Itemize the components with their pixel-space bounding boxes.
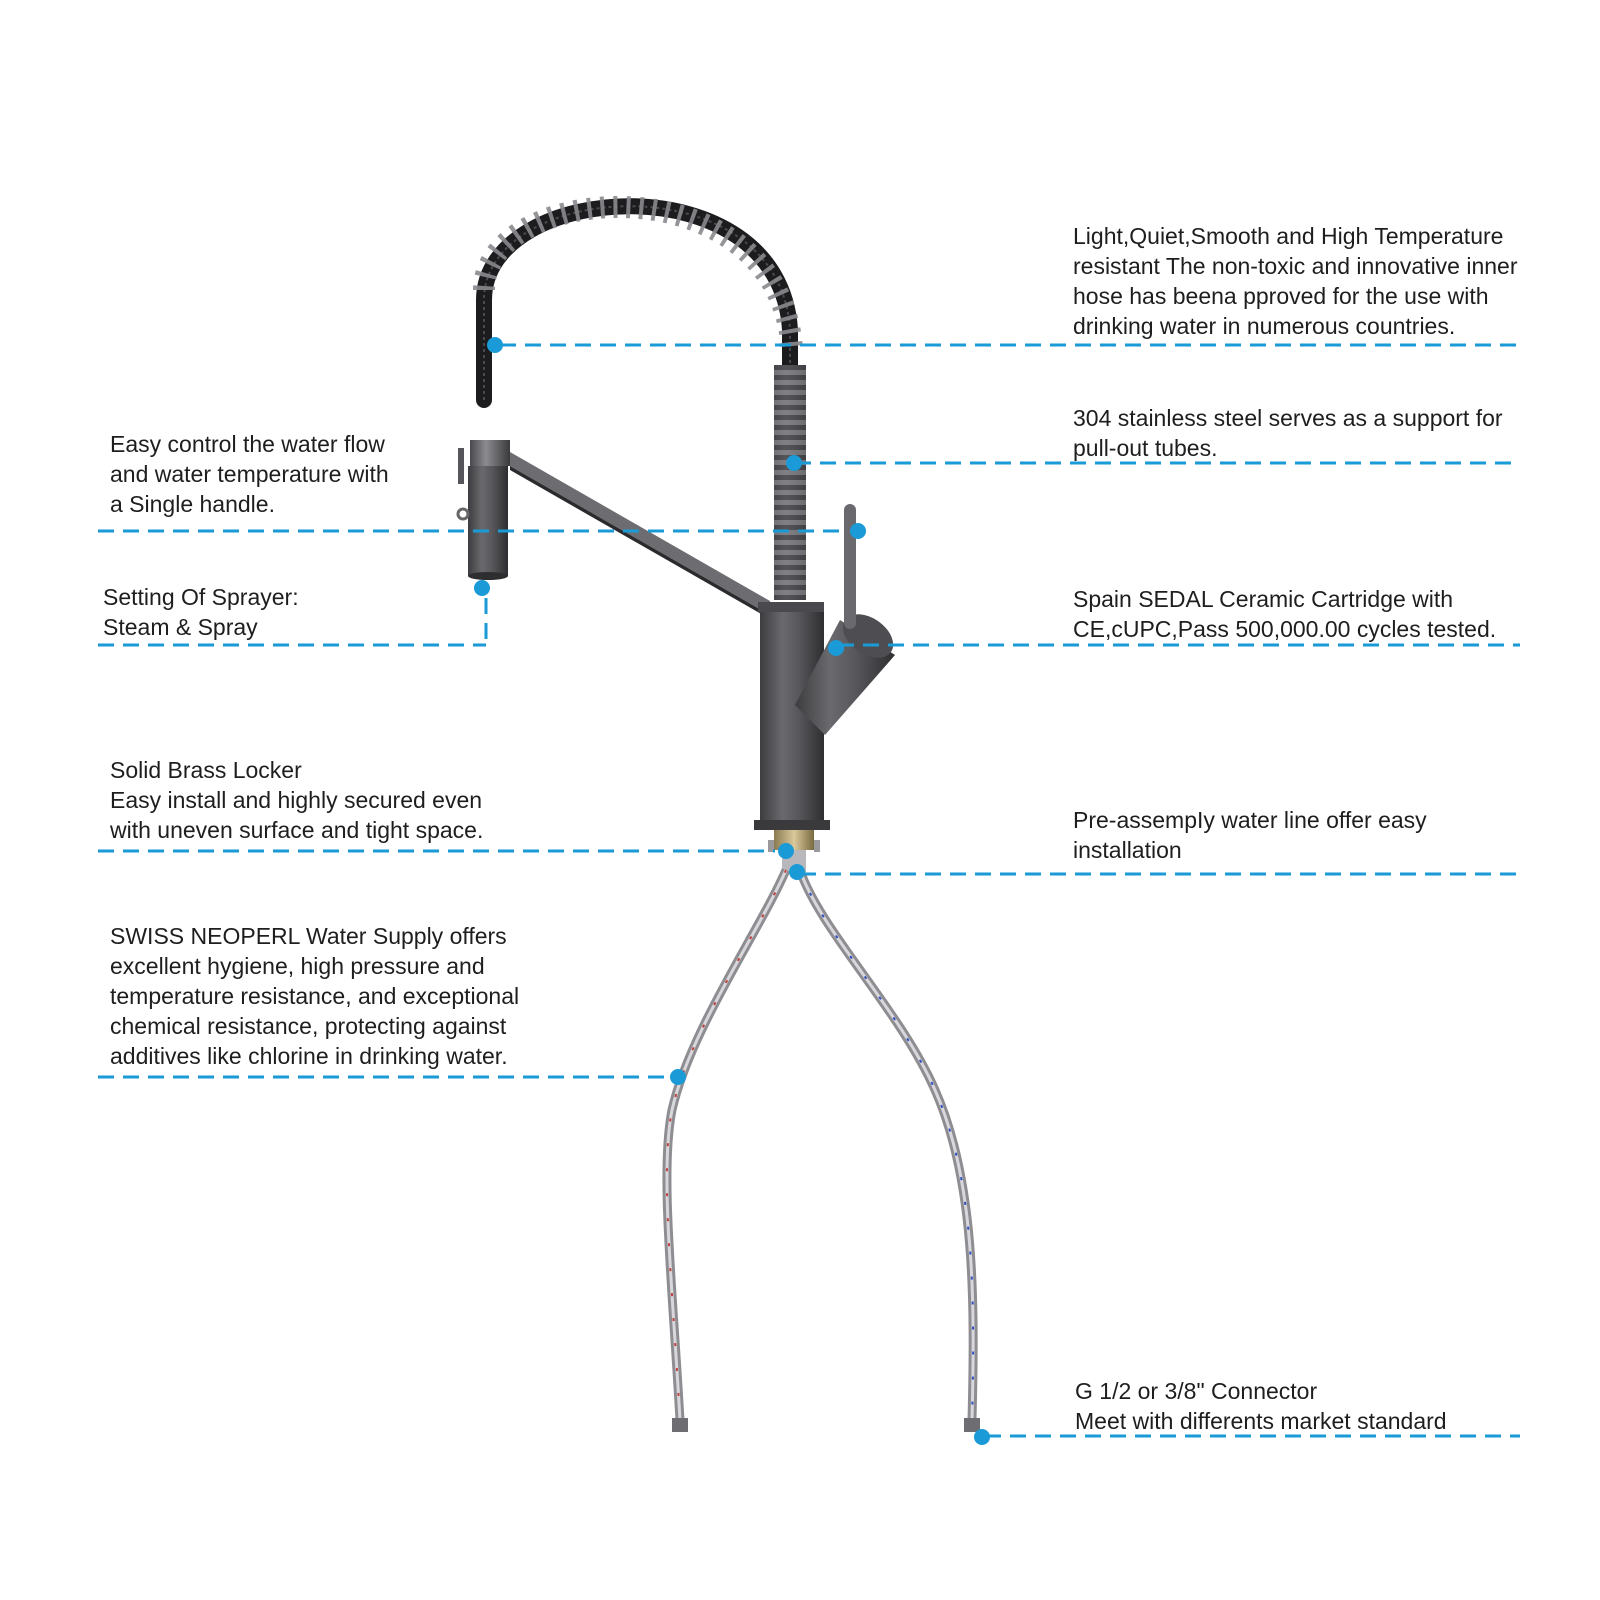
callout-text-line: resistant The non-toxic and innovative i…: [1073, 253, 1518, 279]
callout-text-line: Steam & Spray: [103, 614, 258, 640]
callout-text-line: 304 stainless steel serves as a support …: [1073, 405, 1503, 431]
callout-sprayer-setting: Setting Of Sprayer: Steam & Spray: [103, 582, 299, 642]
callout-text-line: temperature resistance, and exceptional: [110, 983, 520, 1009]
dot-inner-hose: [487, 337, 503, 353]
spout-arm: [510, 452, 770, 619]
callout-text-line: Easy install and highly secured even: [110, 787, 483, 813]
callout-cartridge: Spain SEDAL Ceramic Cartridge with CE,cU…: [1073, 584, 1496, 644]
dot-water-line: [789, 864, 805, 880]
dot-brass-locker: [778, 843, 794, 859]
callout-text-line: Meet with differents market standard: [1075, 1408, 1447, 1434]
right-connector: [964, 1418, 980, 1432]
callout-text-line: CE,cUPC,Pass 500,000.00 cycles tested.: [1073, 616, 1497, 642]
callout-text-line: a Single handle.: [110, 491, 275, 517]
callout-stainless-support: 304 stainless steel serves as a support …: [1073, 403, 1503, 463]
callout-inner-hose: Light,Quiet,Smooth and High Temperature …: [1073, 221, 1518, 341]
dot-stainless: [786, 455, 802, 471]
sprayer-head: [456, 440, 510, 580]
callout-text-line: Light,Quiet,Smooth and High Temperature: [1073, 223, 1504, 249]
supply-hoses: [662, 868, 980, 1432]
pullout-hose: [473, 196, 803, 408]
faucet-body: [754, 504, 895, 830]
callout-text-line: hose has beena pproved for the use with: [1073, 283, 1489, 309]
callout-text-line: Pre-assempIy water line offer easy: [1073, 807, 1427, 833]
callout-connector: G 1/2 or 3/8" Connector Meet with differ…: [1075, 1376, 1447, 1436]
dot-connector: [974, 1429, 990, 1445]
callout-text-line: excellent hygiene, high pressure and: [110, 953, 485, 979]
callout-text-line: pull-out tubes.: [1073, 435, 1218, 461]
callout-text-line: Spain SEDAL Ceramic Cartridge with: [1073, 586, 1454, 612]
callout-water-line: Pre-assempIy water line offer easy insta…: [1073, 805, 1427, 865]
callout-text-line: drinking water in numerous countries.: [1073, 313, 1456, 339]
callout-dots: [474, 337, 990, 1445]
callout-text-line: additives like chlorine in drinking wate…: [110, 1043, 508, 1069]
callout-text-line: Solid Brass Locker: [110, 757, 302, 783]
callout-water-supply: SWISS NEOPERL Water Supply offers excell…: [110, 921, 519, 1071]
callout-text-line: chemical resistance, protecting against: [110, 1013, 507, 1039]
dot-cartridge: [828, 640, 844, 656]
callout-single-handle: Easy control the water flow and water te…: [110, 429, 389, 519]
callout-text-line: with uneven surface and tight space.: [110, 817, 484, 843]
callout-text-line: Setting Of Sprayer:: [103, 584, 299, 610]
callout-text-line: SWISS NEOPERL Water Supply offers: [110, 923, 507, 949]
dot-single-handle: [850, 523, 866, 539]
callout-text-line: Easy control the water flow: [110, 431, 385, 457]
callout-brass-locker: Solid Brass Locker Easy install and high…: [110, 755, 483, 845]
callout-text-line: installation: [1073, 837, 1182, 863]
left-connector: [672, 1418, 688, 1432]
dot-sprayer: [474, 580, 490, 596]
callout-lines: [98, 343, 1520, 1438]
callout-text-line: and water temperature with: [110, 461, 389, 487]
callout-text-line: G 1/2 or 3/8" Connector: [1075, 1378, 1318, 1404]
dot-water-supply: [670, 1069, 686, 1085]
spring-support: [774, 365, 806, 600]
